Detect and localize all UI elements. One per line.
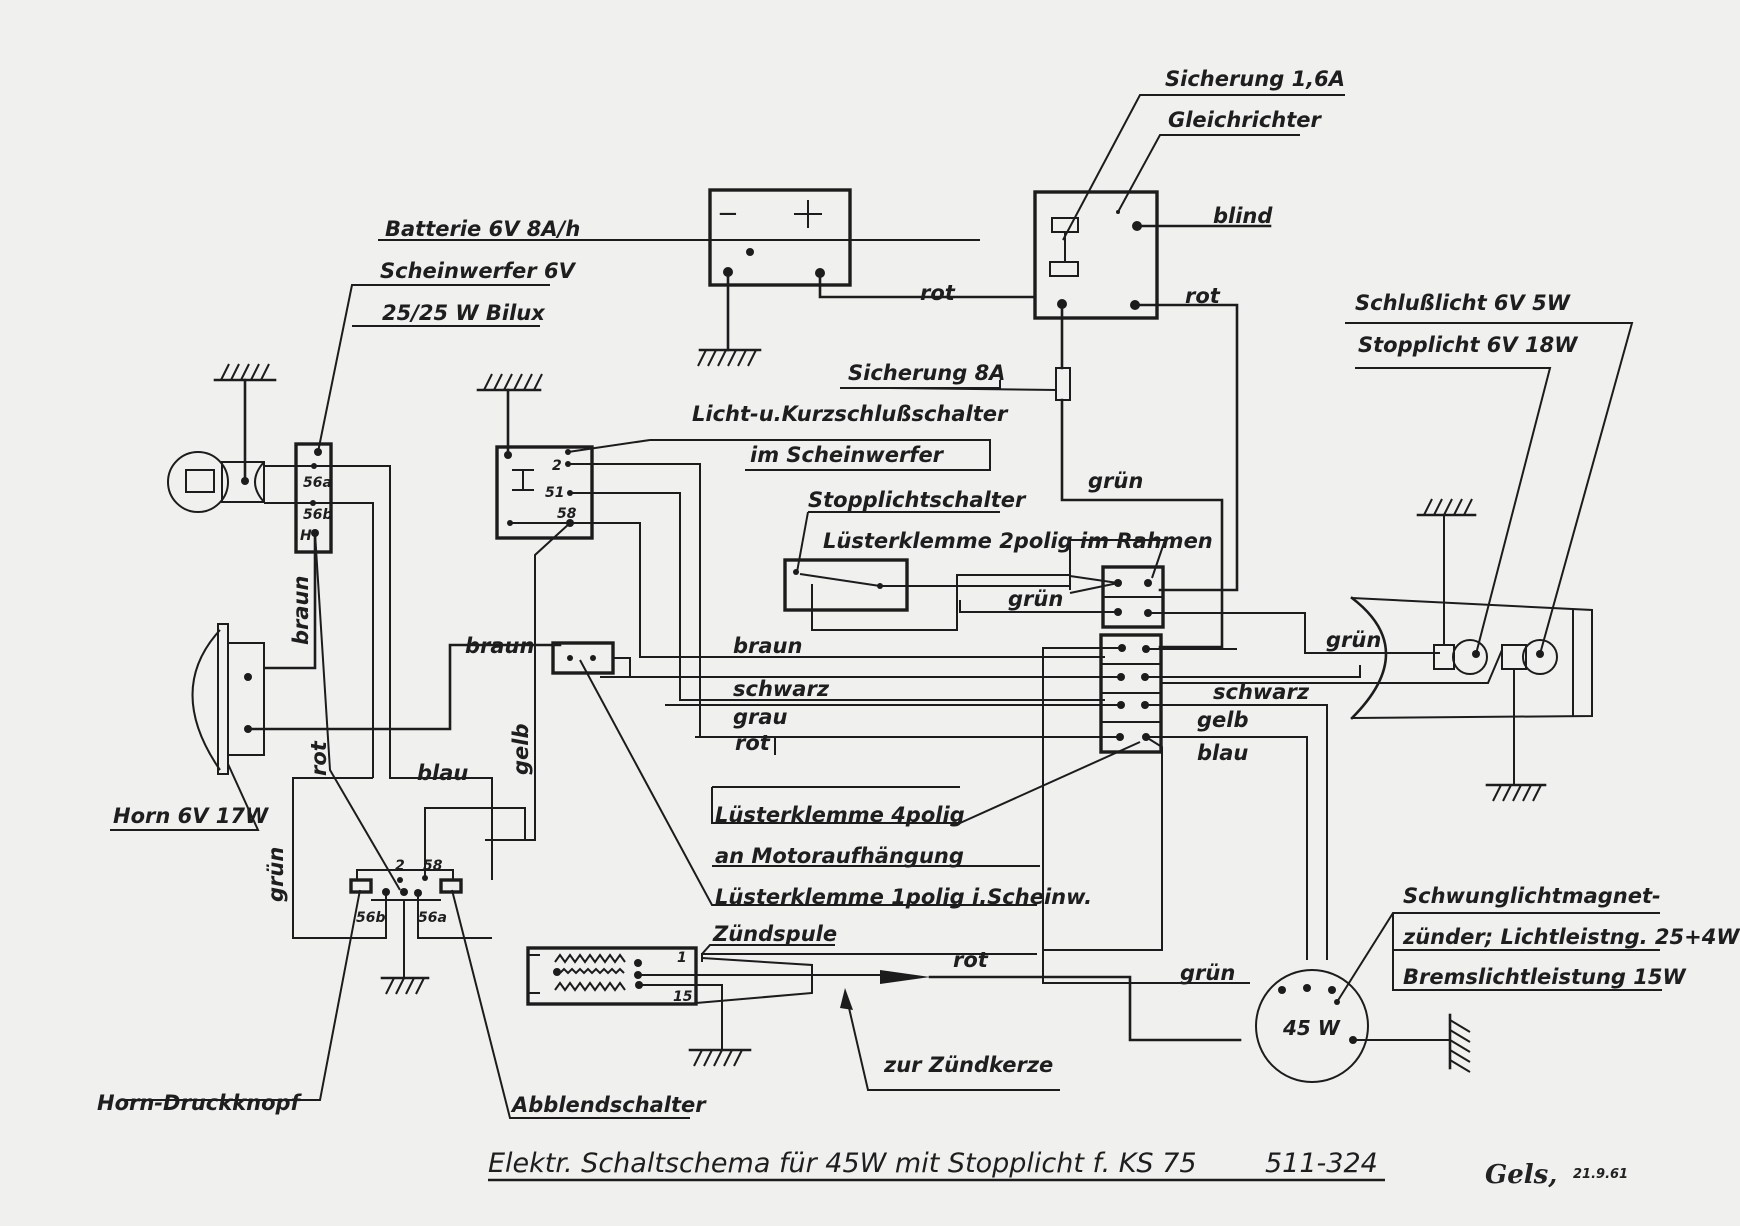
wire-label-gruen: grün [1088,469,1143,493]
wire-label-blau: blau [417,761,468,785]
label-bremslichtleistung: Bremslichtleistung 15W [1403,965,1686,989]
label-lichtleistung: zünder; Lichtleistng. 25+4W [1402,925,1740,949]
flywheel-magneto-45w [1255,912,1662,1083]
wire-label-schwarz: schwarz [733,677,830,701]
wire-label-rot: rot [735,731,771,755]
terminal-51: 51 [545,485,564,501]
terminal-56b: 56b [303,507,333,523]
ground-symbol-headlight [213,363,277,382]
ground-symbol-tail [1416,498,1477,517]
ignition-coil [526,944,1242,1091]
label-horn-druckknopf: Horn-Druckknopf [97,1091,303,1115]
dimmer-terminal-2: 2 [395,858,405,874]
clamp-2pole-frame [959,539,1440,654]
label-stopplichtschalter: Stopplichtschalter [808,488,1027,512]
wire-label-braun: braun [733,634,802,658]
coil-terminal-1: 1 [677,950,687,966]
date: 21.9.61 [1573,1167,1628,1182]
wire-label-rot: rot [953,948,989,972]
label-luesterklemme-1polig: Lüsterklemme 1polig i.Scheinw. [715,885,1092,909]
dimmer-terminal-56a: 56a [418,910,447,926]
label-schwunglichtmagnet: Schwunglichtmagnet- [1403,884,1661,908]
label-bilux: 25/25 W Bilux [382,301,546,325]
wire-label-gelb: gelb [1197,708,1249,732]
wire-label-gelb: gelb [509,723,533,775]
label-blind: blind [1213,204,1273,228]
signature: Gels, [1485,1160,1557,1190]
stoplight-switch [783,511,1070,631]
label-scheinwerfer: Scheinwerfer 6V [380,259,577,283]
label-horn: Horn 6V 17W [113,804,269,828]
label-zuendspule: Zündspule [712,922,837,946]
label-licht-kurzschlussschalter: Licht-u.Kurzschlußschalter [692,402,1009,426]
label-luesterklemme-2polig: Lüsterklemme 2polig im Rahmen [823,529,1213,553]
rectifier [1033,94,1345,649]
battery-minus: − [717,199,739,229]
wire-label-gruen: grün [1326,628,1381,652]
ground-symbol-dimmer [380,976,430,995]
ground-symbol-generator [1448,1013,1471,1073]
diagram-title: Elektr. Schaltschema für 45W mit Stoppli… [488,1148,1197,1179]
wire-label-gruen: grün [1180,961,1235,985]
ground-symbol-switch [476,373,543,392]
drawing-number: 511-324 [1265,1148,1378,1179]
wire-label-gruen: grün [1008,587,1063,611]
coil-terminal-15: 15 [673,989,693,1005]
label-motoraufhaengung: an Motoraufhängung [715,844,964,868]
wire-label-gruen: grün [264,847,288,902]
wire-label-schwarz: schwarz [1213,680,1310,704]
wire-label-braun: braun [465,634,534,658]
battery: − [697,188,1037,367]
ground-symbol-coil [688,1048,752,1067]
label-sicherung-8a: Sicherung 8A [848,361,1005,385]
label-im-scheinwerfer: im Scheinwerfer [750,443,945,467]
dimmer-switch [120,777,690,1119]
terminal-H: H [300,528,312,544]
terminal-56a: 56a [303,475,332,491]
wire-label-blau: blau [1197,741,1248,765]
wire-label-rot: rot [920,281,956,305]
terminal-58: 58 [557,506,577,522]
label-gleichrichter: Gleichrichter [1168,108,1323,132]
label-abblendschalter: Abblendschalter [510,1093,707,1117]
label-stopplicht: Stopplicht 6V 18W [1358,333,1578,357]
wire-label-grau: grau [733,705,788,729]
headlight-bulb [167,363,277,513]
wire-label-rot: rot [1185,284,1221,308]
wire-label-braun: braun [289,576,313,645]
wire-label-rot: rot [307,740,331,776]
dimmer-terminal-58: 58 [423,858,443,874]
ground-symbol-stop [1485,783,1547,802]
label-batterie: Batterie 6V 8A/h [385,217,580,241]
tail-stop-light [1160,322,1634,802]
dimmer-terminal-56b: 56b [356,910,386,926]
clamp-1pole-headlight [551,641,1101,906]
label-zur-zuendkerze: zur Zündkerze [883,1053,1053,1077]
terminal-2: 2 [552,458,562,474]
label-schlusslicht: Schlußlicht 6V 5W [1355,291,1571,315]
label-sicherung-1-6a: Sicherung 1,6A [1165,67,1345,91]
rectifier-symbol: I [1058,256,1065,277]
generator-label: 45 W [1282,1016,1341,1040]
ground-symbol-battery [697,348,762,367]
horn [110,623,562,831]
label-luesterklemme-4polig: Lüsterklemme 4polig [715,803,965,827]
